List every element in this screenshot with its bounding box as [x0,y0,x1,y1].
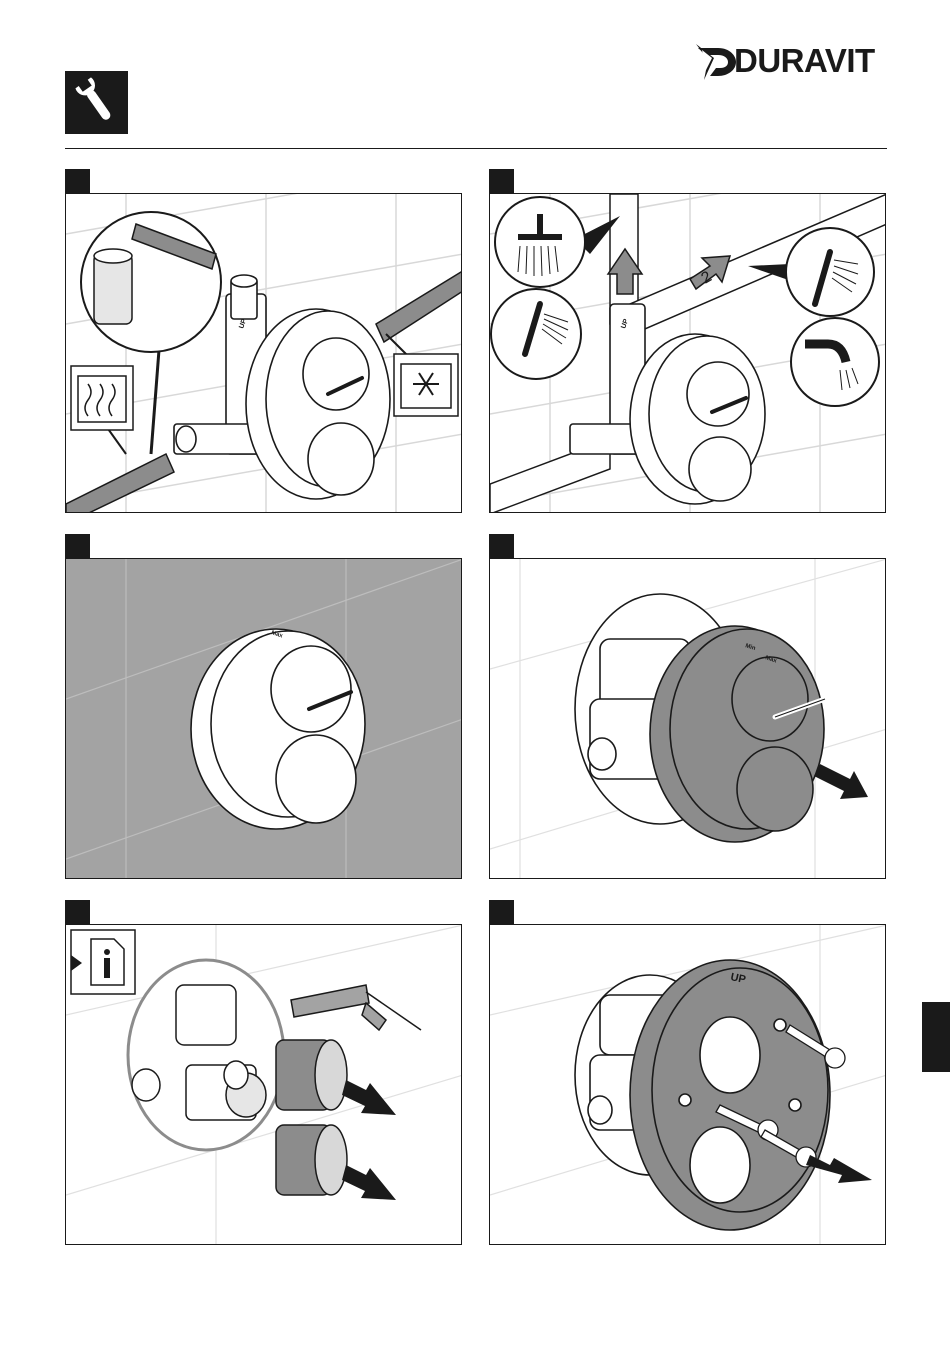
shower-head-icon [495,197,620,287]
pipe-left [66,454,174,513]
pipe-right [376,269,462,342]
wrench-icon [65,71,128,134]
hand-shower-icon [748,228,874,316]
step-tab-2 [489,169,514,194]
step-tab-6 [489,900,514,925]
step-tab-4 [489,534,514,559]
step-tab-1 [65,169,90,194]
header-rule [65,148,887,149]
wrench-icon-box [65,71,128,134]
push-arrow-icon [806,1155,872,1183]
spout-icon [791,318,879,406]
hand-shower-icon [491,289,581,379]
info-document-icon [71,930,135,994]
step-3-illustration: Max [65,558,462,879]
step-5-illustration [65,924,462,1245]
push-arrow-icon [342,1165,396,1200]
brand-name: DURAVIT [734,42,875,80]
caulk-gun-icon [291,985,421,1030]
pull-arrow-icon [814,764,868,799]
step-tab-3 [65,534,90,559]
duravit-logo: DURAVIT [694,40,889,82]
side-tab [922,1002,950,1072]
step-4-illustration: Min Max [489,558,886,879]
duravit-bird-icon [694,40,738,82]
step-2-illustration: UP 2 [489,193,886,513]
step-6-illustration: UP [489,924,886,1245]
hot-water-icon [71,366,133,454]
step-tab-5 [65,900,90,925]
step-1-illustration: UP [65,193,462,513]
